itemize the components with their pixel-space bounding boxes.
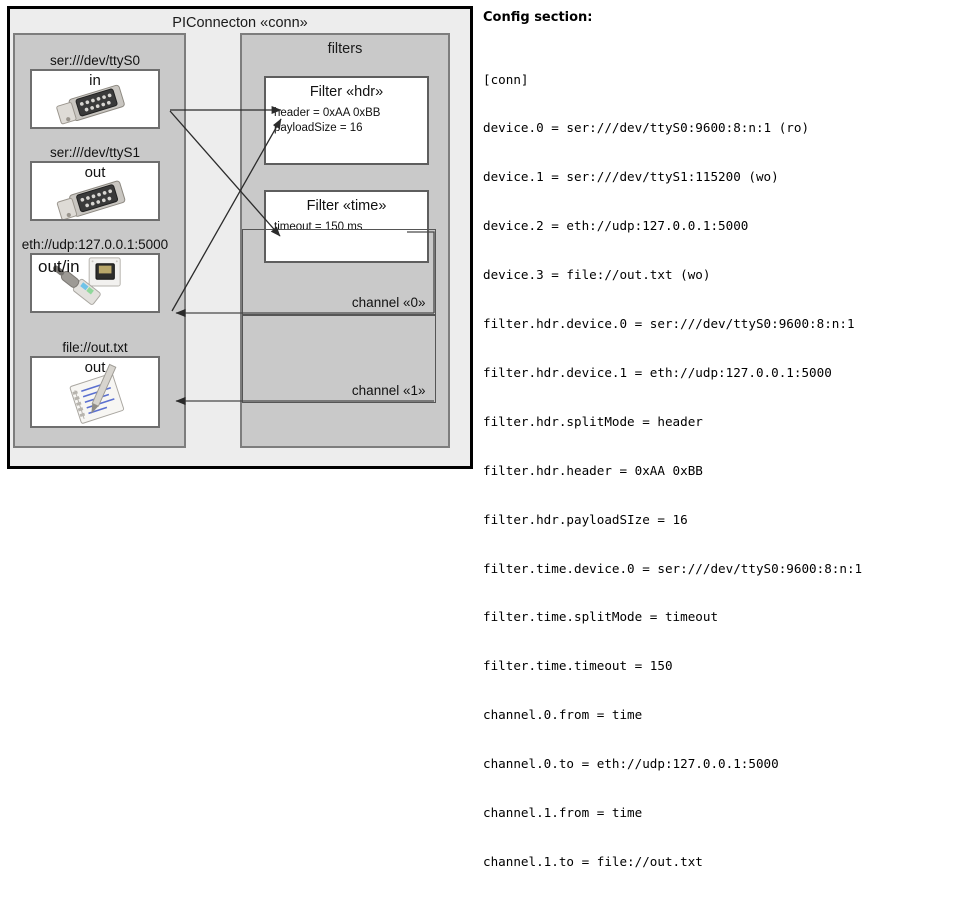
device-direction: out/in (38, 257, 80, 276)
device-label: ser:///dev/ttyS0 (49, 53, 141, 68)
config-line: filter.hdr.device.0 = ser:///dev/ttyS0:9… (483, 316, 855, 332)
filter-property: header = 0xAA 0xBB (274, 107, 381, 119)
filter-hdr-card[interactable]: Filter «hdr» header = 0xAA 0xBB payloadS… (264, 76, 429, 165)
device-box[interactable]: out/in (30, 253, 160, 313)
config-line: filter.hdr.header = 0xAA 0xBB (483, 462, 703, 478)
filters-panel: filters Filter «hdr» header = 0xAA 0xBB … (240, 33, 450, 448)
config-section: Config section: [conn] device.0 = ser://… (483, 6, 958, 903)
ethernet-jack-icon (53, 257, 121, 305)
device-eth-udp[interactable]: eth://udp:127.0.0.1:5000 out/in (22, 237, 168, 313)
channel-1-region: channel «1» (241, 315, 436, 403)
config-line: device.1 = ser:///dev/ttyS1:115200 (wo) (483, 169, 779, 185)
config-line: [conn] (483, 71, 529, 87)
serial-port-icon (56, 180, 126, 219)
config-line: filter.hdr.splitMode = header (483, 413, 703, 429)
device-box[interactable]: in (30, 69, 160, 129)
config-line: channel.0.from = time (483, 707, 643, 723)
device-direction: out (84, 164, 106, 181)
filter-property: payloadSize = 16 (274, 122, 363, 134)
device-serial-ttys1[interactable]: ser:///dev/ttyS1 out (30, 145, 160, 221)
serial-port-icon (56, 84, 125, 125)
config-line: filter.time.splitMode = timeout (483, 609, 719, 625)
config-line: filter.time.timeout = 150 (483, 658, 673, 674)
device-direction: out (84, 359, 106, 376)
device-box[interactable]: out (30, 356, 160, 428)
filter-property: timeout = 150 ms (274, 221, 363, 233)
config-line: channel.0.to = eth://udp:127.0.0.1:5000 (483, 756, 779, 772)
text-file-icon (69, 363, 125, 424)
devices-panel: ser:///dev/ttyS0 in (13, 33, 186, 448)
device-label: eth://udp:127.0.0.1:5000 (21, 237, 169, 252)
config-body: [conn] device.0 = ser:///dev/ttyS0:9600:… (483, 39, 958, 903)
device-label: file://out.txt (62, 340, 128, 355)
filters-panel-title: filters (327, 41, 363, 57)
config-line: filter.hdr.device.1 = eth://udp:127.0.0.… (483, 364, 832, 380)
filter-time-card[interactable]: Filter «time» timeout = 150 ms (264, 190, 429, 263)
device-file-out[interactable]: file://out.txt out (30, 340, 160, 428)
diagram-root: PIConnecton «conn» ser:///dev/ttyS0 in (7, 6, 862, 869)
config-line: channel.1.to = file://out.txt (483, 853, 703, 869)
filter-title: Filter «hdr» (309, 84, 384, 100)
channel-label: channel «0» (351, 295, 426, 310)
page-title: PIConnecton «conn» (172, 15, 308, 31)
config-line: channel.1.from = time (483, 804, 643, 820)
device-direction: in (89, 72, 101, 89)
config-line: device.0 = ser:///dev/ttyS0:9600:8:n:1 (… (483, 120, 810, 136)
channel-label: channel «1» (351, 383, 426, 398)
config-line: device.2 = eth://udp:127.0.0.1:5000 (483, 218, 749, 234)
device-box[interactable]: out (30, 161, 160, 221)
config-heading: Config section: (483, 10, 593, 25)
filter-title: Filter «time» (306, 198, 387, 214)
device-label: ser:///dev/ttyS1 (49, 145, 141, 160)
config-line: filter.hdr.payloadSIze = 16 (483, 511, 688, 527)
channel-0-region: channel «0» (241, 229, 436, 315)
config-line: device.3 = file://out.txt (wo) (483, 267, 711, 283)
config-line: filter.time.device.0 = ser:///dev/ttyS0:… (483, 560, 863, 576)
device-serial-ttys0[interactable]: ser:///dev/ttyS0 in (30, 53, 160, 129)
